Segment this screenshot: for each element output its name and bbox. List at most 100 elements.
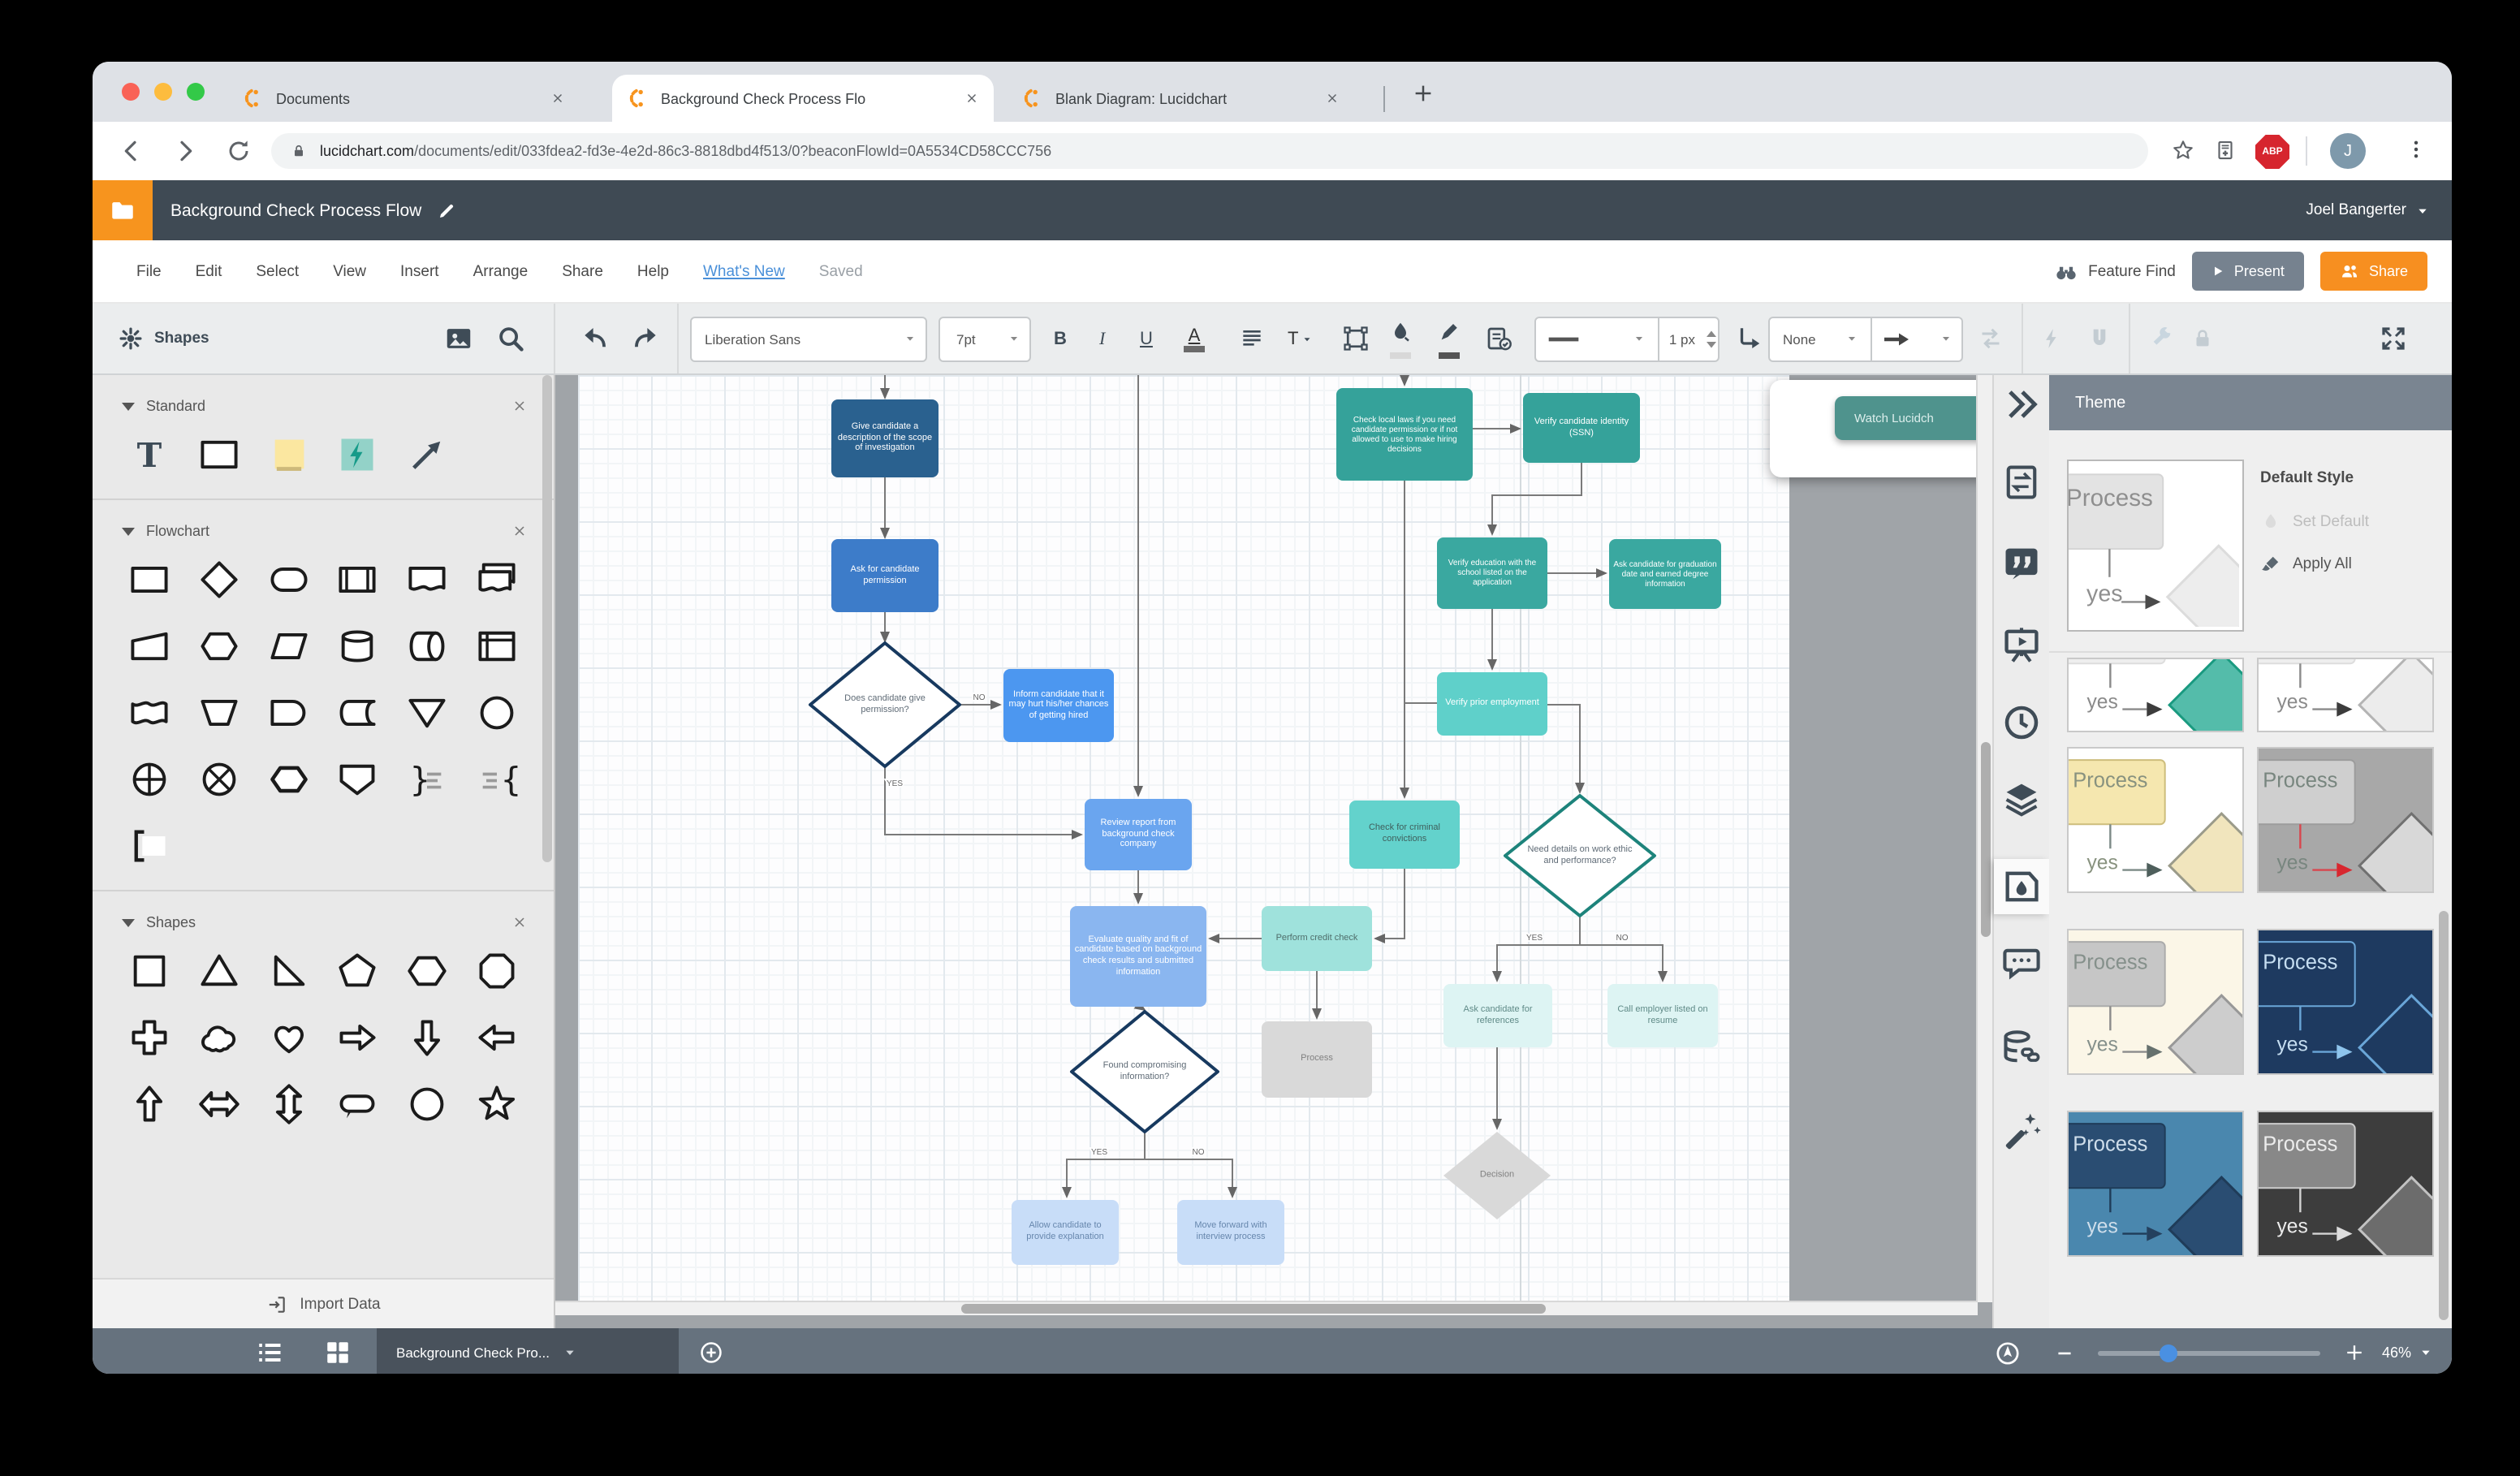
zoom-slider[interactable] [2097, 1344, 2320, 1362]
zoom-slider-knob[interactable] [2159, 1344, 2177, 1362]
line-color-button[interactable] [1437, 304, 1461, 373]
close-icon[interactable] [964, 91, 979, 106]
layers-icon[interactable] [2000, 778, 2043, 820]
line-style-group[interactable]: 1 px [1534, 304, 1720, 373]
font-size-select[interactable]: 7pt [939, 304, 1031, 373]
theme-card[interactable]: Process yes [2067, 747, 2244, 893]
circle-shape[interactable] [406, 1083, 448, 1125]
display-shape[interactable] [129, 692, 171, 734]
feature-find-button[interactable]: Feature Find [2054, 259, 2176, 283]
underline-button[interactable]: U [1140, 329, 1153, 348]
flow-node[interactable]: Review report from background check comp… [1085, 799, 1192, 870]
cross-shape[interactable] [129, 1016, 171, 1059]
document-shape[interactable] [406, 559, 448, 601]
document-home-button[interactable] [93, 180, 153, 240]
close-icon[interactable] [511, 398, 528, 414]
or-shape[interactable] [129, 758, 171, 801]
flow-node[interactable]: Allow candidate to provide explanation [1012, 1200, 1119, 1265]
document-settings-icon[interactable] [2000, 461, 2043, 503]
menu-view[interactable]: View [333, 262, 367, 280]
canvas-vertical-scrollbar[interactable] [1976, 375, 1992, 1302]
fullscreen-icon[interactable] [2379, 304, 2408, 373]
flow-decision-node[interactable]: Found compromising information? [1102, 1060, 1187, 1081]
menu-insert[interactable]: Insert [400, 262, 439, 280]
brace-left-shape[interactable]: { [475, 758, 521, 801]
forward-icon[interactable] [172, 138, 198, 164]
set-default-button[interactable]: Set Default [2260, 511, 2369, 533]
flow-node[interactable]: Ask candidate for graduation date and ea… [1609, 539, 1721, 609]
connector-shape[interactable] [475, 692, 517, 734]
flow-node[interactable]: Verify candidate identity (SSN) [1523, 393, 1640, 463]
undo-icon[interactable] [580, 304, 611, 373]
zoom-in-icon[interactable] [2343, 1341, 2366, 1364]
predefined-process-shape[interactable] [337, 559, 379, 601]
hotspot-shape[interactable] [337, 434, 379, 476]
section-header-flowchart[interactable]: Flowchart [122, 523, 528, 539]
summing-junction-shape[interactable] [198, 758, 240, 801]
shapes-manager-button[interactable]: Shapes [119, 304, 209, 373]
arrow-vertical-shape[interactable] [267, 1083, 309, 1125]
arrow-right-shape[interactable] [337, 1016, 379, 1059]
square-shape[interactable] [129, 950, 171, 992]
preparation-shape[interactable] [198, 625, 240, 667]
panel-scrollbar[interactable] [542, 375, 552, 862]
flow-node[interactable]: Move forward with interview process [1177, 1200, 1284, 1265]
import-data-button[interactable]: Import Data [93, 1278, 554, 1328]
extension-icon[interactable] [2213, 138, 2237, 162]
browser-tab[interactable]: Blank Diagram: Lucidchart [1007, 75, 1354, 122]
theme-card[interactable]: Process yes [2257, 658, 2434, 732]
pan-compass-icon[interactable] [1994, 1339, 2022, 1366]
bookmark-star-icon[interactable] [2171, 138, 2195, 162]
browser-avatar[interactable]: J [2330, 133, 2366, 169]
flow-decision-node[interactable]: Does candidate give permission? [844, 693, 926, 714]
process-shape[interactable] [129, 559, 171, 601]
note-bracket-shape[interactable] [129, 825, 171, 867]
connector-type-icon[interactable] [1736, 304, 1765, 373]
redo-icon[interactable] [630, 304, 661, 373]
theme-icon[interactable] [2000, 865, 2043, 908]
page-grid-icon[interactable] [323, 1338, 352, 1367]
document-title[interactable]: Background Check Process Flow [170, 201, 422, 220]
close-window-button[interactable] [122, 83, 140, 101]
flow-node[interactable]: Verify prior employment [1437, 672, 1547, 736]
decision-shape[interactable] [198, 559, 240, 601]
collapse-panel-icon[interactable] [2000, 383, 2043, 425]
heart-shape[interactable] [267, 1016, 309, 1059]
close-icon[interactable] [1325, 91, 1340, 106]
browser-menu-icon[interactable] [2405, 138, 2427, 161]
internal-storage-shape[interactable] [475, 625, 517, 667]
flow-node[interactable]: Give candidate a description of the scop… [831, 399, 939, 477]
arrow-horizontal-shape[interactable] [198, 1083, 240, 1125]
flow-node[interactable]: Perform credit check [1262, 906, 1372, 971]
manual-operation-shape[interactable] [198, 692, 240, 734]
conditional-format-icon[interactable] [1484, 304, 1513, 373]
address-bar[interactable]: lucidchart.com/documents/edit/033fdea2-f… [271, 133, 2148, 169]
flow-decision-node[interactable]: Need details on work ethic and performan… [1527, 844, 1633, 865]
menu-whats-new[interactable]: What's New [703, 262, 785, 280]
flow-node[interactable]: Verify education with the school listed … [1437, 537, 1547, 609]
comments-icon[interactable] [2000, 942, 2043, 984]
adblock-icon[interactable]: ABP [2255, 135, 2289, 169]
account-menu[interactable]: Joel Bangerter [2306, 201, 2429, 219]
browser-tab[interactable]: Documents [227, 75, 580, 122]
reload-icon[interactable] [226, 138, 252, 164]
rectangle-shape[interactable] [198, 434, 240, 476]
delay-shape[interactable] [267, 692, 309, 734]
multi-document-shape[interactable] [475, 559, 517, 601]
close-icon[interactable] [511, 914, 528, 930]
close-icon[interactable] [550, 91, 565, 106]
direct-access-storage-shape[interactable] [406, 625, 448, 667]
theme-card[interactable]: Process yes [2257, 929, 2434, 1075]
arrow-left-shape[interactable] [475, 1016, 517, 1059]
menu-arrange[interactable]: Arrange [472, 262, 529, 280]
flow-node[interactable]: Evaluate quality and fit of candidate ba… [1070, 906, 1206, 1007]
right-triangle-shape[interactable] [267, 950, 309, 992]
flow-node[interactable]: Check for criminal convictions [1349, 801, 1460, 869]
magic-wand-icon[interactable] [2000, 1107, 2043, 1150]
arrow-up-shape[interactable] [129, 1083, 171, 1125]
menu-share[interactable]: Share [562, 262, 603, 280]
data-linking-icon[interactable] [2000, 1026, 2043, 1068]
section-header-standard[interactable]: Standard [122, 398, 528, 414]
canvas-horizontal-scrollbar[interactable] [555, 1301, 1978, 1315]
callout-shape[interactable] [337, 1083, 379, 1125]
